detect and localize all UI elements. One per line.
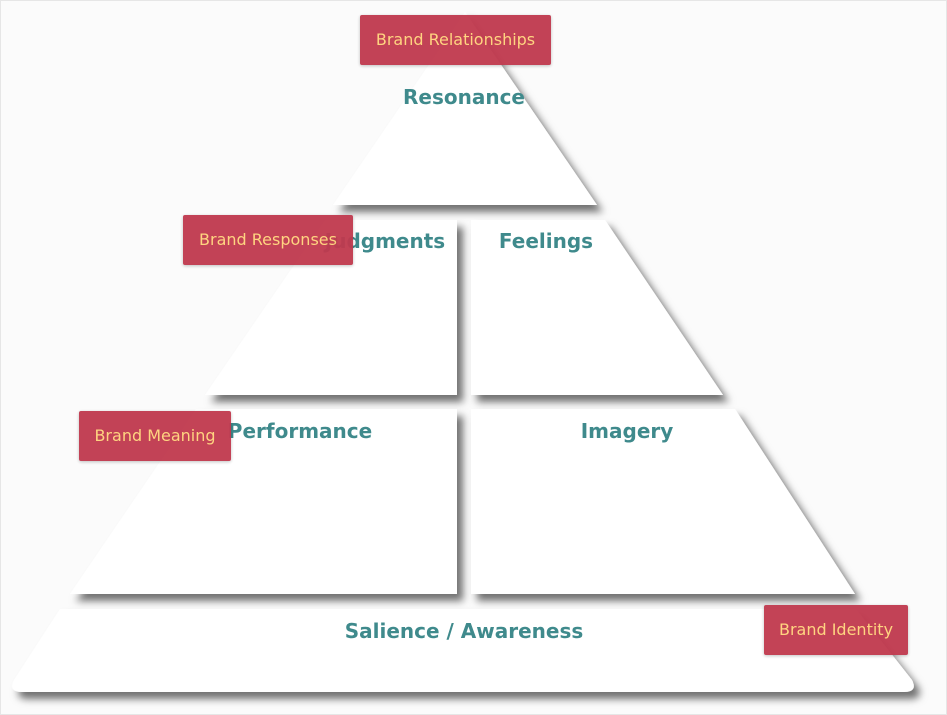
- pyramid-segment-salience: [12, 609, 914, 692]
- pyramid-segment-resonance: [333, 12, 597, 205]
- brand-identity-tag[interactable]: Brand Identity: [764, 605, 908, 655]
- level-label-salience: Salience / Awareness: [345, 619, 584, 643]
- pyramid-segment-judgments: [205, 220, 457, 395]
- level-label-feelings: Feelings: [499, 229, 593, 253]
- pyramid-segment-feelings: [471, 220, 723, 395]
- pyramid-segment-imagery: [471, 409, 855, 594]
- level-label-performance: Performance: [228, 419, 372, 443]
- level-label-imagery: Imagery: [581, 419, 674, 443]
- brand-meaning-tag[interactable]: Brand Meaning: [79, 411, 231, 461]
- brand-responses-tag[interactable]: Brand Responses: [183, 215, 353, 265]
- level-label-resonance: Resonance: [403, 85, 525, 109]
- brand-relationships-tag[interactable]: Brand Relationships: [360, 15, 551, 65]
